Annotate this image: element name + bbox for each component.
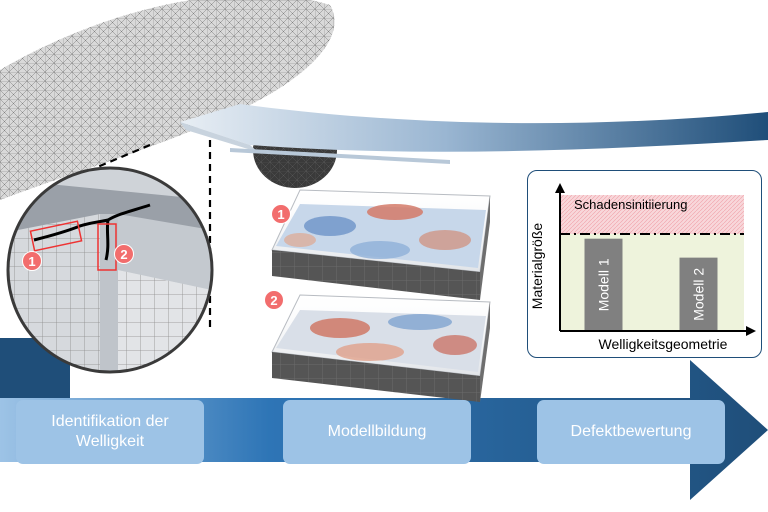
badge-1-model: 1: [271, 204, 291, 224]
bar-label-1: Modell 1: [596, 258, 612, 311]
badge-1-zoom: 1: [22, 251, 42, 271]
y-axis-label: Materialgröße: [529, 223, 545, 310]
step-defect-assessment-label: Defektbewertung: [570, 423, 692, 440]
step-modelling: Modellbildung: [283, 400, 471, 464]
step-identification-label: Identifikation der Welligkeit: [51, 413, 169, 450]
fuselage-mesh: [0, 0, 335, 200]
badge-2-zoom: 2: [114, 244, 134, 264]
y-axis-arrowhead: [555, 183, 565, 193]
step-modelling-label: Modellbildung: [327, 423, 427, 440]
bar-1: [584, 238, 623, 331]
model-block-2: [271, 294, 491, 402]
step-defect-assessment: Defektbewertung: [537, 400, 725, 464]
x-axis-label: Welligkeitsgeometrie: [599, 336, 728, 352]
damage-zone-hatch: [560, 195, 744, 234]
badge-2-model: 2: [264, 290, 284, 310]
threshold-label: Schadensinitiierung: [574, 197, 687, 212]
wing: [180, 104, 768, 164]
bar-label-2: Modell 2: [691, 268, 707, 321]
model-block-1: [271, 189, 491, 300]
assessment-chart: Modell 1 Modell 2 Schadensinitiierung Wel…: [529, 183, 756, 352]
zoom-detail-circle: [6, 166, 214, 374]
assessment-chart-panel: Modell 1 Modell 2 Schadensinitiierung Wel…: [527, 170, 762, 358]
bar-2: [679, 257, 718, 331]
x-axis-arrowhead: [746, 326, 756, 336]
zoom-callout-lines: [94, 140, 212, 330]
step-identification: Identifikation der Welligkeit: [16, 400, 204, 464]
